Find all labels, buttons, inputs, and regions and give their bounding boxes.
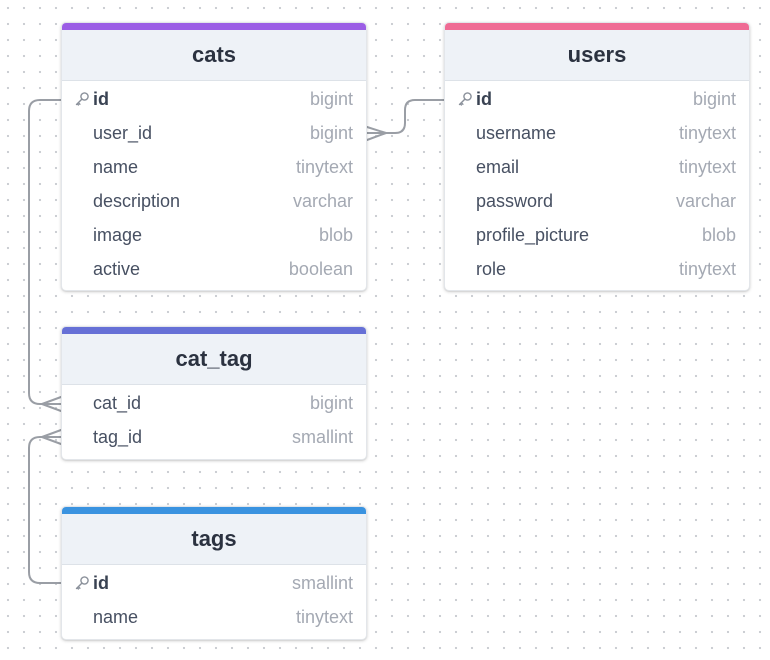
table-accent-bar (62, 327, 366, 334)
column-type: smallint (291, 426, 353, 447)
column-name: tag_id (93, 426, 143, 447)
table-cats[interactable]: cats id bigint user_id bigint name tinytext de… (61, 22, 367, 291)
column-type: varchar (292, 190, 353, 211)
column-type: bigint (309, 122, 353, 143)
column-type: blob (701, 224, 736, 245)
key-icon (74, 575, 90, 591)
column-name: active (93, 258, 141, 279)
table-title[interactable]: users (445, 30, 749, 81)
column-name: username (476, 122, 557, 143)
table-title[interactable]: cat_tag (62, 334, 366, 385)
column-row-active[interactable]: active boolean (62, 252, 366, 286)
column-type: bigint (309, 392, 353, 413)
column-name: cat_id (93, 392, 142, 413)
column-name: role (476, 258, 507, 279)
column-type: bigint (692, 88, 736, 109)
column-type: tinytext (295, 156, 353, 177)
key-icon (457, 91, 473, 107)
table-tags[interactable]: tags id smallint name tinytext (61, 506, 367, 640)
relation-cattag-tags[interactable] (28, 436, 62, 584)
column-row-password[interactable]: password varchar (445, 184, 749, 218)
column-name: description (93, 190, 181, 211)
column-name: id (476, 88, 492, 109)
column-row-id[interactable]: id smallint (62, 566, 366, 600)
crowfoot-cattag-cat-id (41, 396, 62, 412)
column-row-image[interactable]: image blob (62, 218, 366, 252)
column-row-tag-id[interactable]: tag_id smallint (62, 420, 366, 454)
crowfoot-cattag-tag-id (41, 429, 62, 445)
column-row-id[interactable]: id bigint (445, 82, 749, 116)
column-type: tinytext (678, 258, 736, 279)
column-row-description[interactable]: description varchar (62, 184, 366, 218)
column-type: smallint (291, 572, 353, 593)
table-title[interactable]: tags (62, 514, 366, 565)
column-row-cat-id[interactable]: cat_id bigint (62, 386, 366, 420)
column-name: id (93, 88, 109, 109)
column-row-profile-picture[interactable]: profile_picture blob (445, 218, 749, 252)
table-cat-tag[interactable]: cat_tag cat_id bigint tag_id smallint (61, 326, 367, 460)
relation-cattag-cats[interactable] (28, 99, 62, 405)
column-type: tinytext (678, 156, 736, 177)
column-type: tinytext (295, 606, 353, 627)
column-name: image (93, 224, 143, 245)
column-name: name (93, 606, 139, 627)
table-title[interactable]: cats (62, 30, 366, 81)
column-row-role[interactable]: role tinytext (445, 252, 749, 286)
column-name: id (93, 572, 109, 593)
column-name: profile_picture (476, 224, 590, 245)
crowfoot-cats-user-id (366, 126, 387, 141)
column-row-id[interactable]: id bigint (62, 82, 366, 116)
column-type: boolean (288, 258, 353, 279)
relation-cats-users[interactable] (366, 99, 445, 134)
table-users[interactable]: users id bigint username tinytext email tinyt… (444, 22, 750, 291)
column-name: user_id (93, 122, 153, 143)
column-name: password (476, 190, 554, 211)
column-name: name (93, 156, 139, 177)
column-name: email (476, 156, 520, 177)
column-type: bigint (309, 88, 353, 109)
column-row-name[interactable]: name tinytext (62, 600, 366, 634)
column-type: tinytext (678, 122, 736, 143)
column-row-email[interactable]: email tinytext (445, 150, 749, 184)
table-accent-bar (62, 507, 366, 514)
column-type: varchar (675, 190, 736, 211)
table-accent-bar (62, 23, 366, 30)
column-type: blob (318, 224, 353, 245)
key-icon (74, 91, 90, 107)
column-row-user-id[interactable]: user_id bigint (62, 116, 366, 150)
column-row-name[interactable]: name tinytext (62, 150, 366, 184)
table-accent-bar (445, 23, 749, 30)
column-row-username[interactable]: username tinytext (445, 116, 749, 150)
